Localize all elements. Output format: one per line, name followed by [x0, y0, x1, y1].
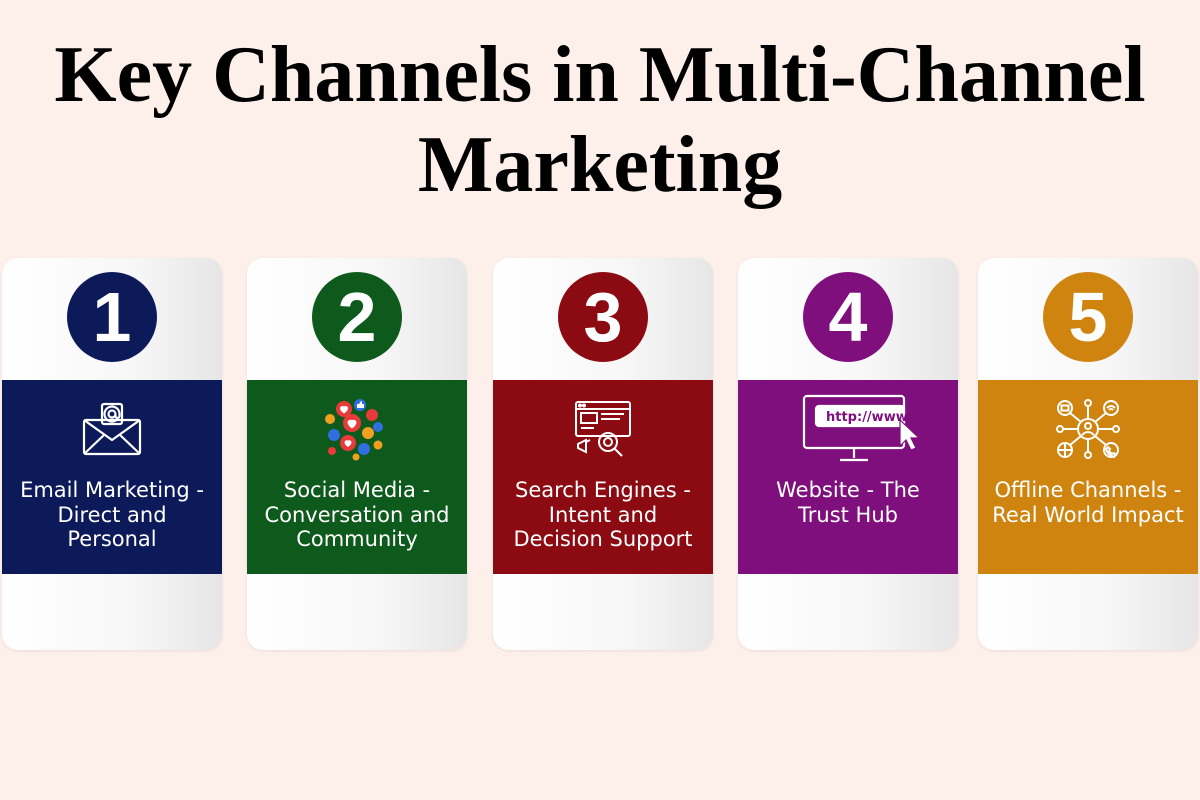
title-line-1: Key Channels in Multi-Channel — [54, 31, 1146, 119]
channel-label: Website - The Trust Hub — [776, 478, 920, 527]
channel-band: Email Marketing - Direct and Personal — [2, 380, 222, 574]
channel-band: Search Engines - Intent and Decision Sup… — [493, 380, 713, 574]
website-url-text: http://www. — [826, 410, 912, 425]
channel-label: Offline Channels - Real World Impact — [992, 478, 1184, 527]
channel-number-badge: 4 — [803, 272, 893, 362]
channel-band: http://www. Website - The Trust Hub — [738, 380, 958, 574]
channel-label: Search Engines - Intent and Decision Sup… — [513, 478, 693, 551]
channel-band: Social Media - Conversation and Communit… — [247, 380, 467, 574]
channel-number-badge: 2 — [312, 272, 402, 362]
title-line-2: Marketing — [417, 121, 783, 209]
channel-card-offline: 5 Offline Channe — [978, 258, 1198, 650]
channel-number-badge: 5 — [1043, 272, 1133, 362]
website-browser-icon: http://www. — [768, 394, 928, 462]
email-icon — [72, 396, 152, 462]
search-marketing-icon — [563, 396, 643, 462]
channel-label: Email Marketing - Direct and Personal — [20, 478, 204, 551]
channel-number-badge: 3 — [558, 272, 648, 362]
channel-number-badge: 1 — [67, 272, 157, 362]
channel-label: Social Media - Conversation and Communit… — [264, 478, 450, 551]
offline-network-icon — [1048, 396, 1128, 462]
social-reactions-icon — [317, 396, 397, 462]
channel-card-website: 4 http://www. Website - The Trust Hub — [738, 258, 958, 650]
channel-band: Offline Channels - Real World Impact — [978, 380, 1198, 574]
channel-card-search-engines: 3 Search Engines - Intent and Decision S… — [493, 258, 713, 650]
page-title: Key Channels in Multi-Channel Marketing — [0, 30, 1200, 210]
channel-card-social-media: 2 Social Media - — [247, 258, 467, 650]
channel-card-email: 1 Email Marketing - Direct and Personal — [2, 258, 222, 650]
